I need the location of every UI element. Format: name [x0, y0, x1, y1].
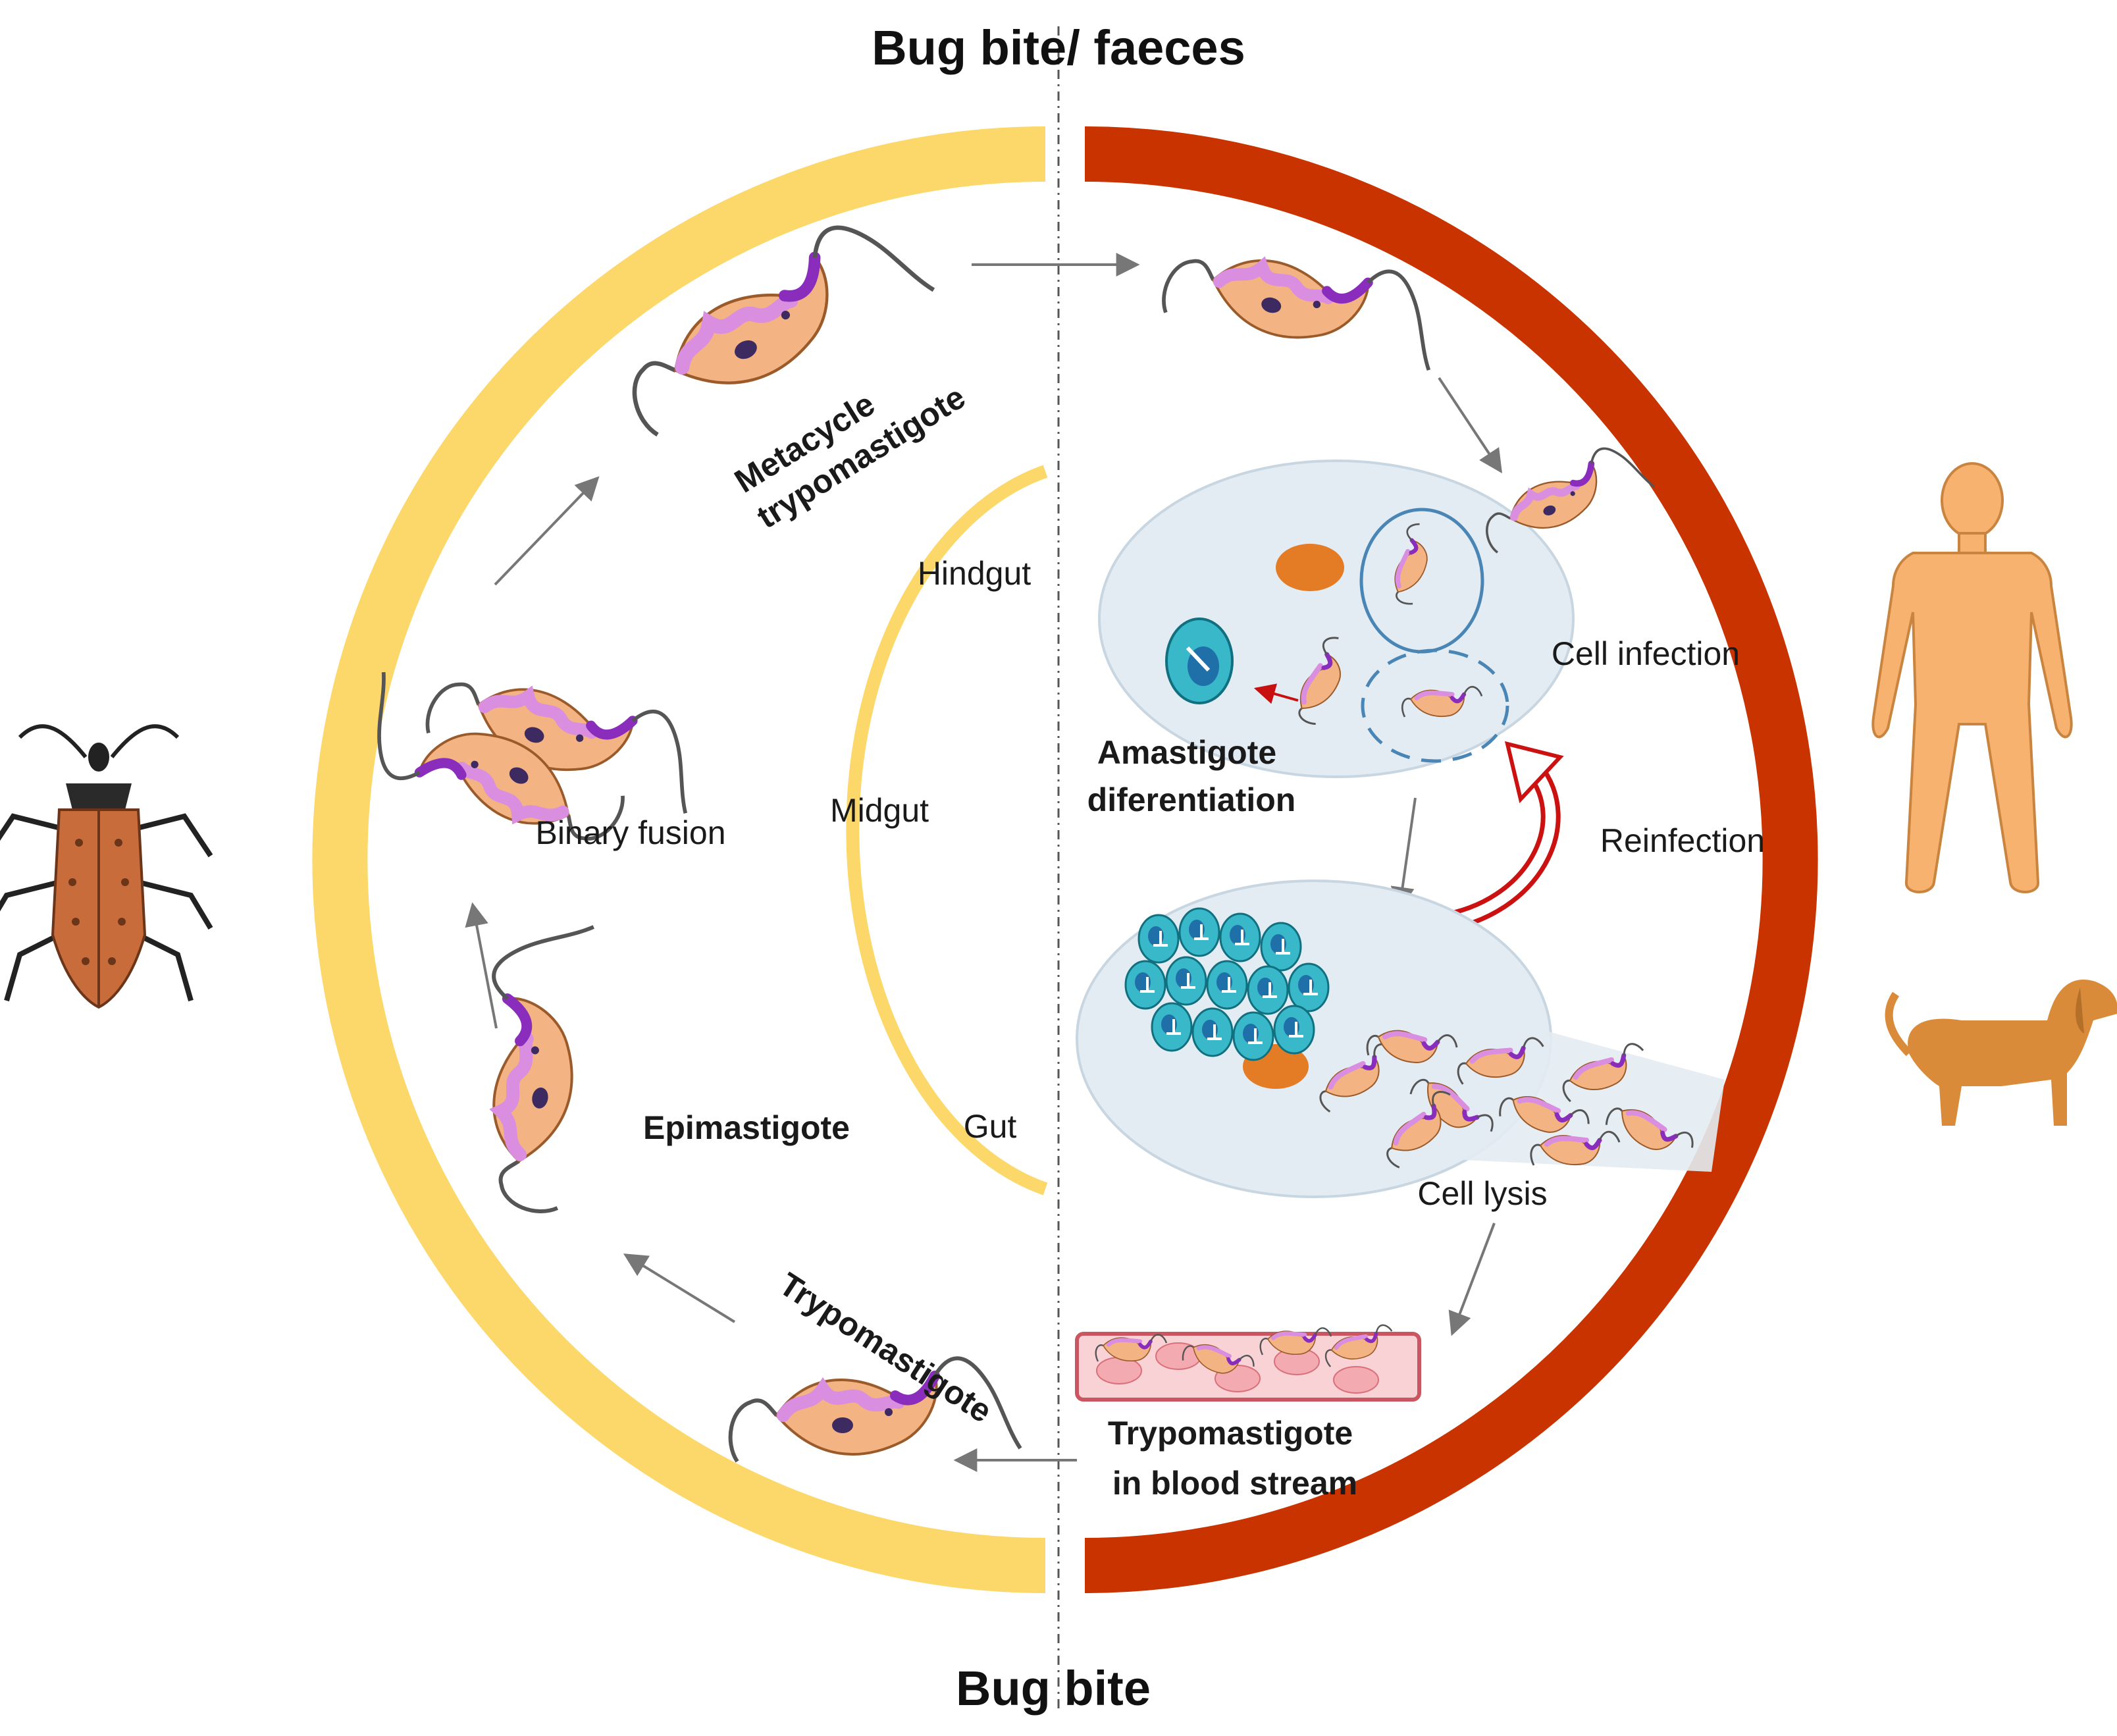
gut-ring — [846, 465, 1048, 1196]
gut-label: Gut — [964, 1108, 1017, 1145]
dog-icon — [1885, 980, 2117, 1126]
amastigote-cell-icon — [1165, 618, 1234, 704]
lysing-host-cell — [1076, 880, 1725, 1198]
human-figure-icon — [1871, 462, 2073, 893]
arrow-to-replication — [1390, 797, 1417, 911]
arrow-to-blood — [1448, 1223, 1496, 1336]
kissing-bug-icon — [0, 724, 213, 1009]
host-cell-icon — [1098, 460, 1575, 778]
blood-label: Trypomastigote in blood stream — [1108, 1415, 1362, 1502]
reinfection-label: Reinfection — [1600, 822, 1765, 859]
midgut-label: Midgut — [830, 792, 929, 829]
infected-host-cell — [1098, 460, 1575, 778]
title-bottom: Bug bite — [956, 1661, 1151, 1716]
arrow-binary-to-metacyclic — [494, 476, 600, 586]
binary-fusion-label: Binary fusion — [535, 814, 725, 851]
host-ring — [1084, 126, 1818, 1593]
epimastigote-parasite-icon — [455, 911, 607, 1215]
reinfection-arrow — [1438, 741, 1564, 933]
blood-label-line1: Trypomastigote — [1108, 1415, 1353, 1452]
vector-ring — [312, 126, 1046, 1593]
amastigote-label-line1: Amastigote — [1097, 734, 1276, 771]
arrow-to-cell — [1438, 377, 1502, 474]
amastigote-label-line2: diferentiation — [1087, 781, 1296, 818]
blood-vessel — [1075, 1323, 1421, 1402]
cell-nucleus — [1276, 544, 1344, 591]
epimastigote-label: Epimastigote — [643, 1109, 850, 1146]
arrow-epi-to-binary — [465, 902, 498, 1029]
title-top: Bug bite/ faeces — [872, 20, 1245, 75]
cell-lysis-label: Cell lysis — [1417, 1175, 1547, 1212]
blood-label-line2: in blood stream — [1112, 1465, 1357, 1502]
cell-infection-label: Cell infection — [1552, 635, 1740, 672]
arrow-trypo-to-epi — [623, 1253, 736, 1323]
hindgut-label: Hindgut — [918, 555, 1031, 592]
dashed-vacuole — [1361, 648, 1509, 763]
amastigote-label: Amastigote diferentiation — [1087, 734, 1296, 818]
red-differentiation-arrow — [1253, 683, 1299, 704]
